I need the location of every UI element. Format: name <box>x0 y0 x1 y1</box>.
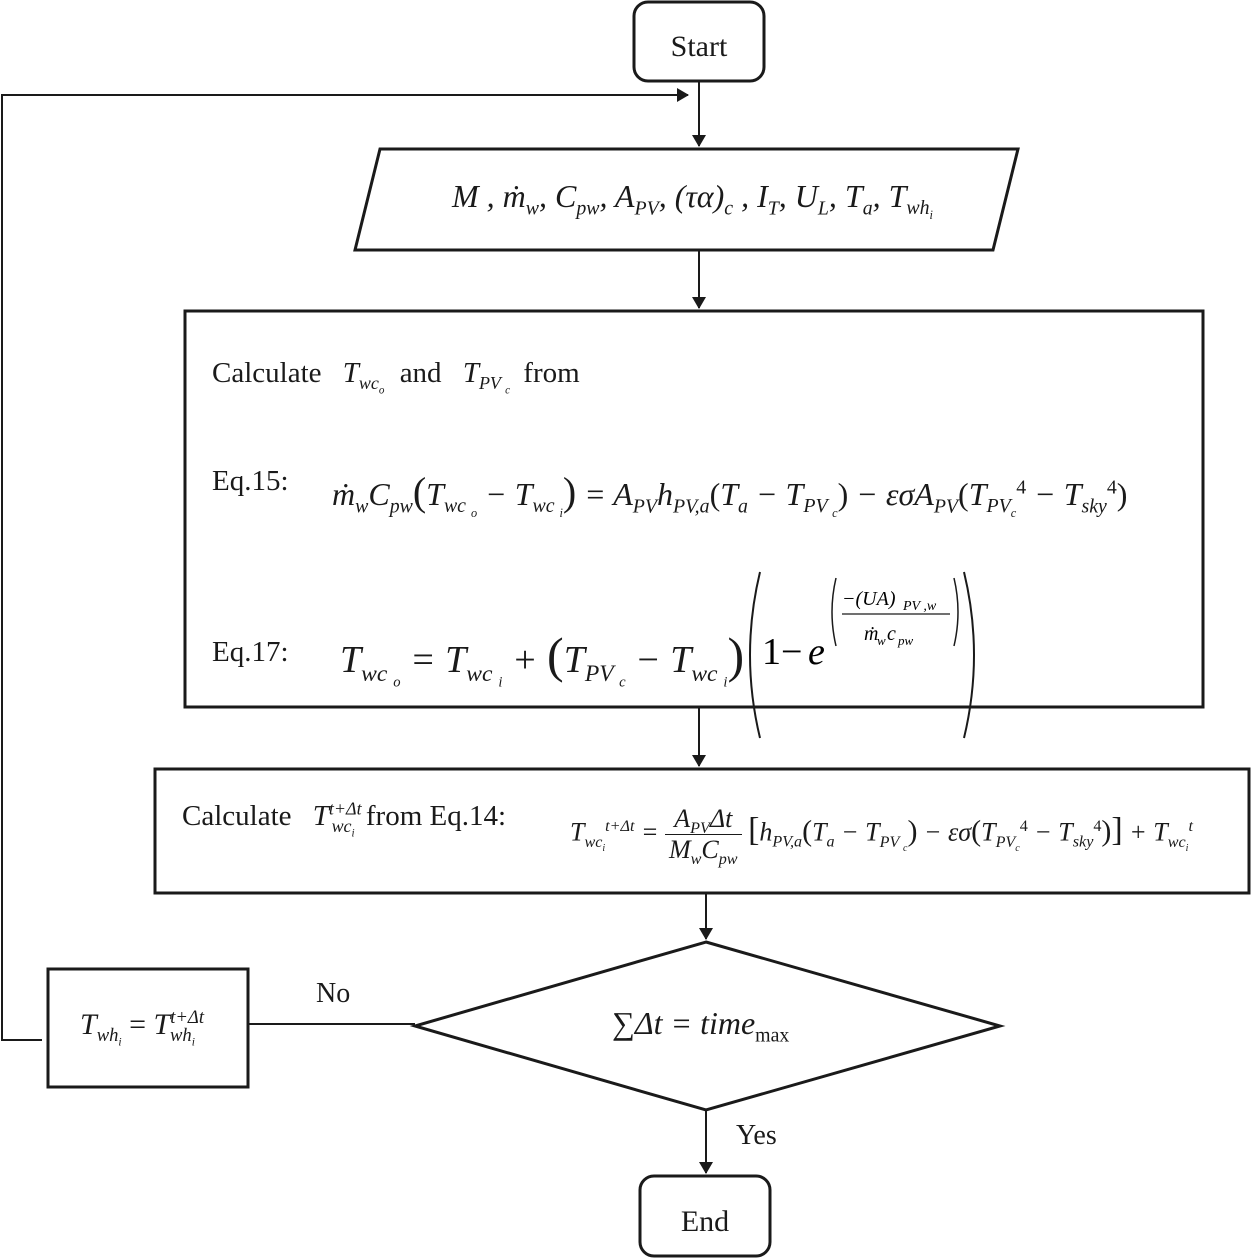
svg-text:w: w <box>877 633 886 648</box>
eq17-formula: Twc o = Twc i + (TPV c − Twc i) <box>340 627 745 691</box>
process1-heading: Calculate Twco and TPV c from <box>212 357 580 397</box>
loop-back-line <box>1 88 689 1041</box>
process2-heading: Calculate Tt+Δtwci from Eq.14: <box>182 798 507 840</box>
update-assignment: Twhi = Tt+Δtwhi <box>80 1007 204 1049</box>
end-terminal <box>638 1174 772 1258</box>
svg-text:ṁ: ṁ <box>864 623 878 645</box>
eq15-label: Eq.15: <box>212 465 289 497</box>
eq17-label: Eq.17: <box>212 636 289 668</box>
edge-label-no: No <box>316 978 351 1009</box>
end-label: End <box>680 1205 730 1238</box>
input-parameters: M , ṁw, Cpw, APV, (τα)c , IT, UL, Ta, Tw… <box>452 178 933 223</box>
edge-label-yes: Yes <box>736 1120 777 1151</box>
eq15-formula: ṁwCpw(Twc o − Twc i) = APVhPV,a(Ta − TPV… <box>332 469 1128 521</box>
svg-text:pw: pw <box>897 633 914 648</box>
process-box-2 <box>153 767 1251 895</box>
svg-text:1−: 1− <box>762 631 802 673</box>
svg-text:PV ,w: PV ,w <box>902 599 937 614</box>
eq17-exponential-term: 1− e −(UA) PV ,w ṁ w c pw <box>749 571 975 739</box>
start-label: Start <box>670 30 728 63</box>
svg-text:e: e <box>808 631 825 673</box>
update-box <box>46 967 250 1089</box>
input-parallelogram <box>353 147 1020 252</box>
process-box-1 <box>183 309 1205 709</box>
svg-text:c: c <box>887 623 896 645</box>
svg-text:−(UA): −(UA) <box>842 588 896 610</box>
decision-condition: ∑Δt = timemax <box>612 1005 790 1047</box>
